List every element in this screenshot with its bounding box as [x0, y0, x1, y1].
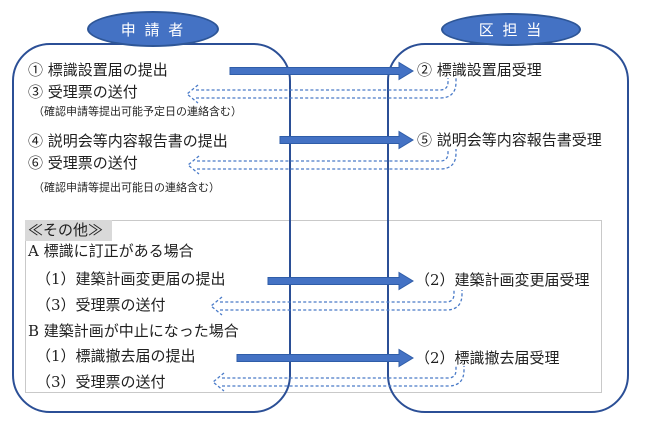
case-b-title: B 建築計画が中止になった場合: [28, 322, 239, 340]
case-b-step2-label: （2）標識撤去届受理: [415, 349, 560, 367]
ward-label: 区 担 当: [478, 21, 544, 39]
other-section-title: ≪その他≫: [25, 220, 113, 241]
case-a-step1-label: （1）建築計画変更届の提出: [36, 270, 226, 288]
step6-note: （確認申請等提出可能日の連絡含む）: [33, 181, 220, 194]
step6-label: ⑥ 受理票の送付: [28, 154, 138, 172]
step1-label: ① 標識設置届の提出: [28, 61, 168, 79]
step3-label: ③ 受理票の送付: [28, 83, 138, 101]
ward-badge: 区 担 当: [441, 13, 581, 46]
case-b-step3-label: （3）受理票の送付: [36, 373, 166, 391]
step5-label: ⑤ 説明会等内容報告書受理: [417, 131, 602, 149]
applicant-label: 申 請 者: [120, 20, 186, 39]
step2-label: ② 標識設置届受理: [417, 61, 542, 79]
step4-label: ④ 説明会等内容報告書の提出: [28, 132, 228, 150]
case-a-title: A 標識に訂正がある場合: [28, 242, 194, 260]
other-section-box: [25, 220, 602, 393]
case-a-step2-label: （2）建築計画変更届受理: [415, 271, 590, 289]
step3-note: （確認申請等提出可能予定日の連絡含む）: [33, 105, 242, 118]
applicant-badge: 申 請 者: [87, 11, 219, 47]
case-a-step3-label: （3）受理票の送付: [36, 296, 166, 314]
case-b-step1-label: （1）標識撤去届の提出: [36, 347, 196, 365]
